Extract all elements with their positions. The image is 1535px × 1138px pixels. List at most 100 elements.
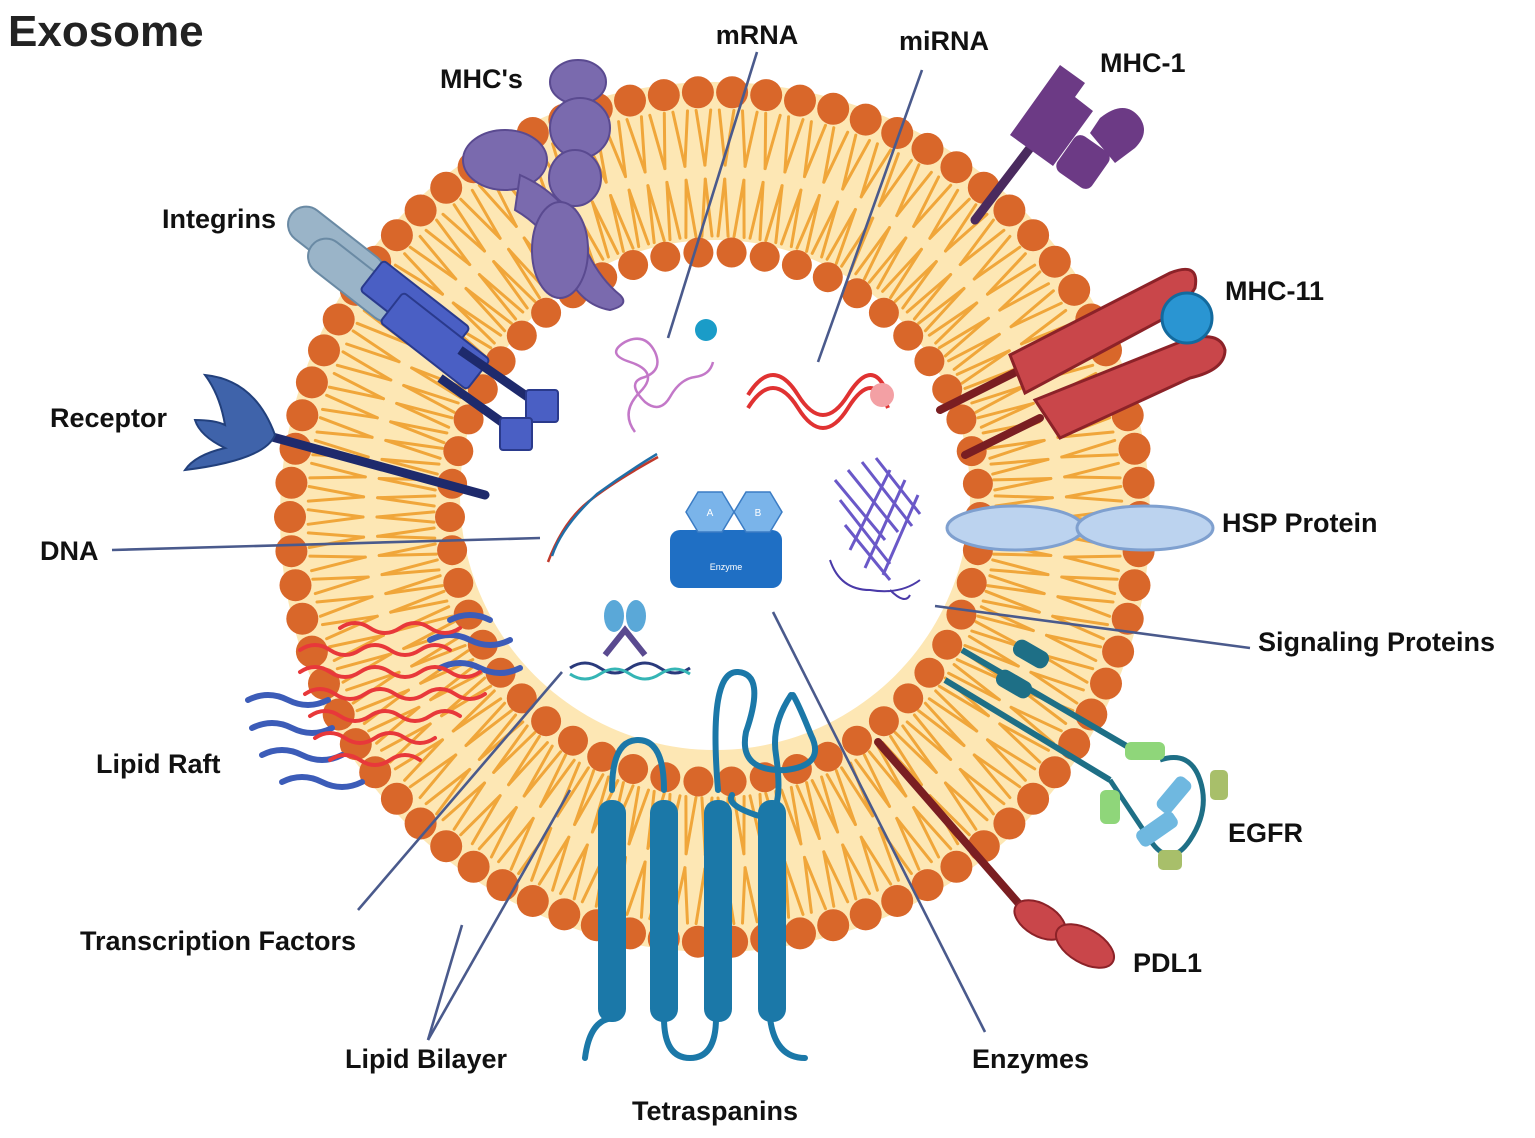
lipid-tail [424,228,472,267]
lipid-tail [665,180,672,242]
lipid-tail [912,806,941,859]
lipid-raft [245,612,523,790]
lipid-tail [389,589,446,614]
raft-blue-6 [437,660,523,676]
lipid-tail [573,773,605,826]
lipid-tail [590,775,610,834]
lipid-tail [418,753,458,800]
lipid-tail [376,526,436,538]
outer-lipid-head [647,79,680,112]
lipid-tail [877,152,900,208]
receptor-protein [182,373,490,500]
lipid-tail [451,301,503,337]
lipid-tail [912,273,953,321]
lipid-tail [1056,430,1115,439]
outer-lipid-head [548,898,581,931]
outer-lipid-head [1038,756,1071,789]
lipid-tail [988,438,1046,460]
lipid-tail [912,175,941,228]
lipid-tail [1064,485,1123,499]
lipid-tail [905,720,953,761]
inner-lipid-head [716,237,747,268]
lipid-tail [859,148,893,199]
lipid-tail [993,477,1053,492]
tetraspanin-helix-1 [598,800,626,1022]
lipid-tail [1020,309,1068,346]
outer-lipid-head [275,535,308,568]
lipid-tail [375,515,436,524]
mirna-strand-1 [746,373,890,417]
outer-lipid-head [286,399,319,432]
mhc-1-stalk [970,143,1035,225]
leader-enzymes [771,611,987,1033]
outer-lipid-head [1017,782,1050,815]
inner-lipid-head [749,241,780,272]
lipid-tail [841,843,871,895]
hsp-protein [945,504,1215,552]
lipid-tail [743,110,759,168]
lipid-tail [1009,301,1063,329]
pdl1-protein [874,738,1115,969]
lipid-tail [311,575,370,581]
lipid-tail [994,496,1054,508]
lipid-tail [854,758,891,808]
lipid-tail [947,332,1001,363]
inner-lipid-head [932,374,963,405]
lipid-tail [492,731,537,774]
lipid-tail [988,574,1046,596]
outer-lipid-head [404,194,437,227]
outer-lipid-head [1017,219,1050,252]
lipid-tail [927,301,979,337]
lipid-tail [351,329,401,364]
lipid-tail [972,753,1012,800]
lipid-tail [1045,633,1103,649]
lipid-tail [943,316,990,358]
lipid-tail [810,779,840,834]
lipid-tail [944,781,989,822]
raft-blue-7 [447,612,493,623]
lipid-tail [1029,670,1085,692]
inner-lipid-head [868,297,899,328]
bilayer-core [280,82,1151,952]
outer-lipid-head [286,602,319,635]
leader-mirna [816,69,924,363]
integrin-tail-2 [499,417,533,451]
lipid-tail [335,363,393,382]
mhcs-lobe-upper [549,97,611,159]
lipid-tail [934,301,979,345]
lipid-tail [376,496,436,508]
lipid-tail [459,794,502,837]
outer-lipid-head [817,909,850,942]
inner-lipid-head [842,725,872,756]
lipid-tail [901,260,938,310]
lipid-tail [377,542,437,557]
outer-lipid-head [881,885,914,917]
lipid-tail [841,843,858,901]
inner-lipid-head [453,404,484,435]
lipid-tail [972,753,1022,789]
label-receptor: Receptor [50,403,168,433]
mirna-end [870,383,894,407]
lipid-tail [395,401,454,420]
outer-lipid-head [1118,432,1151,465]
label-transcription-factors: Transcription Factors [80,926,356,956]
lipid-tail [489,806,518,859]
lipid-tail [986,438,1046,450]
inner-lipid-head [812,741,843,772]
lipid-tail [441,212,486,253]
outer-lipid-head [380,782,413,815]
tf-arms [602,625,648,657]
lipid-tail [327,633,385,649]
lipid-tail [384,574,442,596]
lipid-tail [732,178,746,239]
lipid-tail [912,806,953,851]
outer-lipid-head [308,334,340,367]
inner-lipid-head [893,683,924,714]
lipid-tail [955,349,1011,376]
lipid-tail [867,236,908,284]
lipid-tail [389,420,446,445]
diagram-title: Exosome [8,7,204,56]
lipid-tail [944,203,978,253]
lipid-tail [683,109,689,168]
lipid-tail [539,758,576,808]
